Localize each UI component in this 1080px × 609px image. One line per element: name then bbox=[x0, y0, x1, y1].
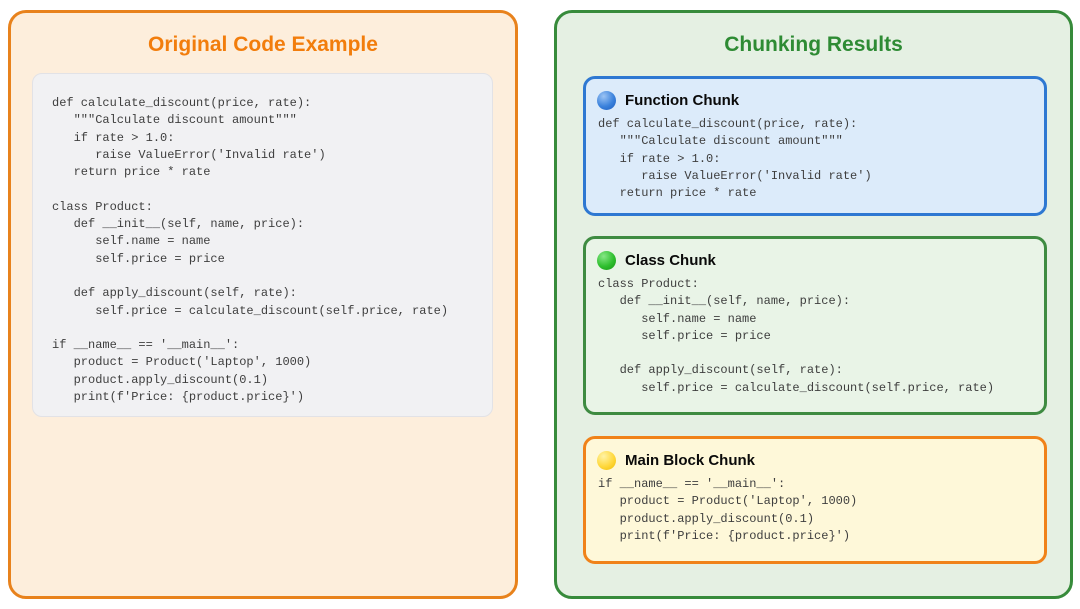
main-block-chunk-label: Main Block Chunk bbox=[625, 452, 756, 469]
class-chunk-header: Class Chunk bbox=[597, 251, 1032, 270]
class-chunk-code: class Product: def __init__(self, name, … bbox=[598, 277, 995, 395]
main-block-chunk-header: Main Block Chunk bbox=[597, 451, 1032, 470]
chunking-results-panel-title: Chunking Results bbox=[724, 33, 903, 56]
yellow-sphere-icon bbox=[597, 451, 616, 470]
function-chunk-code: def calculate_discount(price, rate): """… bbox=[598, 117, 872, 201]
class-chunk-label: Class Chunk bbox=[625, 252, 716, 269]
original-code-panel-title: Original Code Example bbox=[148, 33, 378, 56]
function-chunk-card: Function Chunk def calculate_discount(pr… bbox=[583, 76, 1047, 216]
main-block-chunk-card: Main Block Chunk if __name__ == '__main_… bbox=[583, 436, 1047, 564]
class-chunk-card: Class Chunk class Product: def __init__(… bbox=[583, 236, 1047, 415]
green-sphere-icon bbox=[597, 251, 616, 270]
chunking-results-panel: Chunking Results Function Chunk def calc… bbox=[554, 10, 1073, 599]
blue-sphere-icon bbox=[597, 91, 616, 110]
original-code-box: def calculate_discount(price, rate): """… bbox=[32, 73, 493, 417]
function-chunk-header: Function Chunk bbox=[597, 91, 1032, 110]
function-chunk-label: Function Chunk bbox=[625, 92, 740, 109]
main-block-chunk-code: if __name__ == '__main__': product = Pro… bbox=[598, 477, 858, 543]
original-code-panel: Original Code Example def calculate_disc… bbox=[8, 10, 518, 599]
original-code-text: def calculate_discount(price, rate): """… bbox=[52, 96, 449, 405]
